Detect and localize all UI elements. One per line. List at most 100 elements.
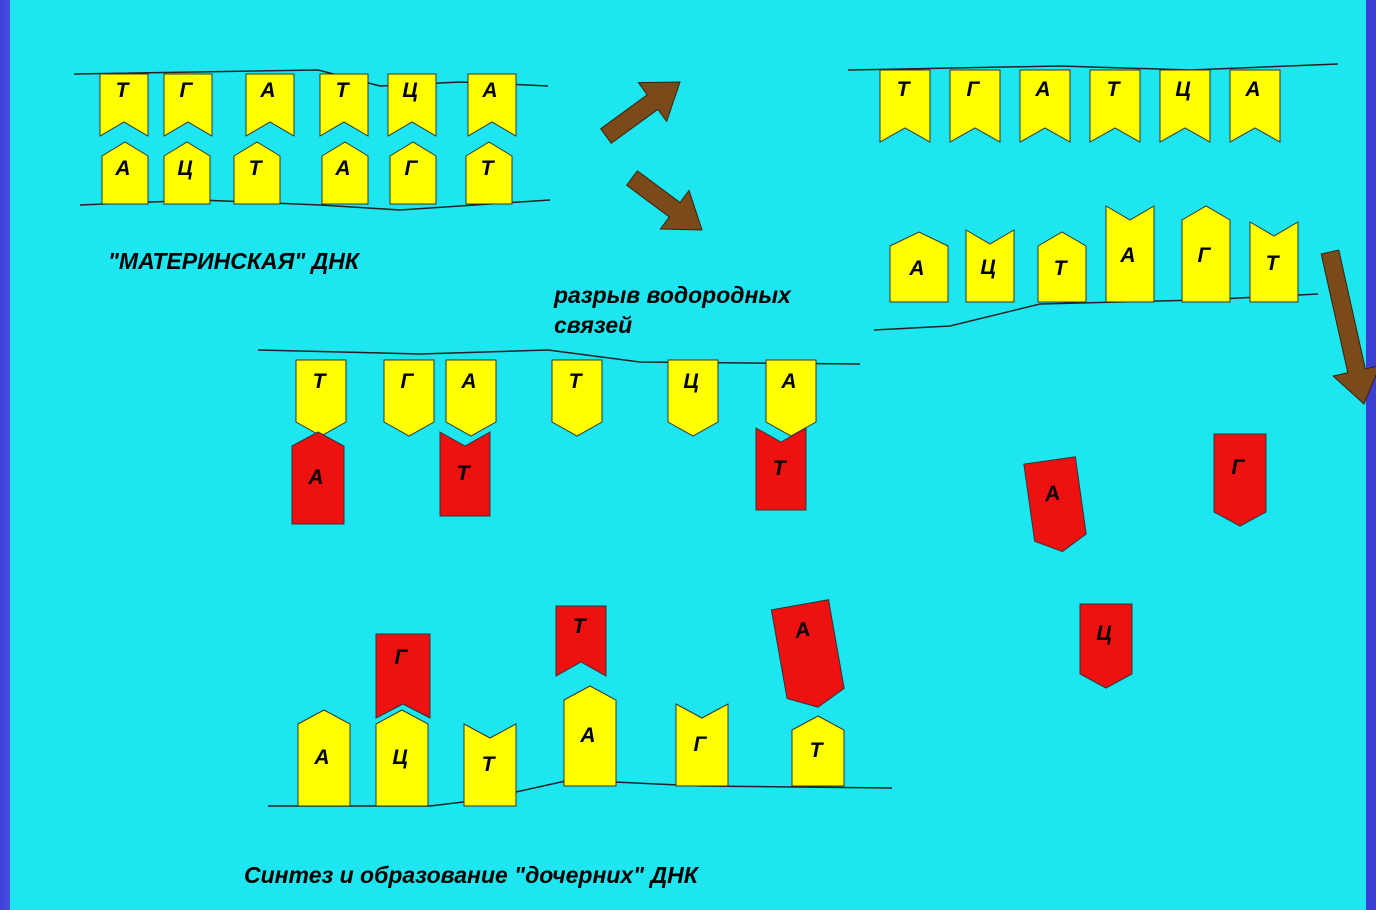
middle-old-nuc-3: Т <box>552 360 602 436</box>
separated-bottom-nuc-5-letter: Т <box>1266 252 1281 275</box>
free-nuc-2: Ц <box>1080 604 1132 688</box>
separated-bottom-nuc-3: А <box>1106 206 1154 302</box>
free-nuc-2-shape <box>1080 604 1132 688</box>
separated-bottom-nuc-1: Ц <box>966 230 1014 302</box>
separated-top-backbone <box>848 64 1338 70</box>
arrow-up-right <box>601 82 680 143</box>
separated-top-nuc-0: Т <box>880 70 930 142</box>
bottom-old-nuc-1: Ц <box>376 710 428 806</box>
bottom-new-nuc-0: Г <box>376 634 430 718</box>
free-nuc-1: Г <box>1214 434 1266 526</box>
mother-bottom-nuc-1: Ц <box>164 142 210 204</box>
bottom-old-nuc-2-letter: Т <box>482 753 497 776</box>
middle-old-nuc-0-letter: Т <box>313 370 328 393</box>
separated-bottom-nuc-0: А <box>890 232 948 302</box>
hydrogen-break-caption-line2: связей <box>554 312 632 339</box>
mother-bottom-nuc-5: Т <box>466 142 512 204</box>
separated-top-nuc-1: Г <box>950 70 1000 142</box>
arrow-down-right <box>627 171 702 230</box>
mother-bottom-nuc-4: Г <box>390 142 436 204</box>
bottom-new-nuc-1: Т <box>556 606 606 676</box>
mother-top-nuc-5: А <box>468 74 516 136</box>
hydrogen-break-caption-line1: разрыв водородных <box>554 282 791 309</box>
separated-top-nuc-2-letter: А <box>1034 78 1050 101</box>
separated-bottom-nuc-4-letter: Г <box>1198 244 1212 267</box>
separated-top-nuc-4: Ц <box>1160 70 1210 142</box>
mother-top-nuc-0: Т <box>100 74 148 136</box>
bottom-old-nuc-5-letter: Т <box>810 739 825 762</box>
bottom-old-nuc-0: А <box>298 710 350 806</box>
bottom-old-nuc-3-letter: А <box>579 724 595 747</box>
mother-bottom-nuc-3: А <box>322 142 368 204</box>
free-nuc-0-letter: А <box>1042 481 1061 506</box>
separated-top-nuc-5-letter: А <box>1244 78 1260 101</box>
middle-new-nuc-0: А <box>292 432 344 524</box>
mother-top-nuc-0-letter: Т <box>116 79 131 102</box>
middle-old-nuc-2-letter: А <box>460 370 476 393</box>
bottom-old-nuc-5: Т <box>792 716 844 786</box>
middle-old-nuc-5-letter: А <box>780 370 796 393</box>
bottom-new-nuc-2-shape <box>771 600 846 712</box>
free-nuc-0-shape <box>1024 457 1088 555</box>
middle-old-nuc-2: А <box>446 360 496 436</box>
middle-old-nuc-5: А <box>766 360 816 436</box>
bottom-old-nuc-4-letter: Г <box>694 733 708 756</box>
synthesis-caption: Синтез и образование "дочерних" ДНК <box>244 862 698 889</box>
mother-top-nuc-5-letter: А <box>481 79 497 102</box>
bottom-old-nuc-4: Г <box>676 704 728 786</box>
mother-top-nuc-4-letter: Ц <box>402 79 417 102</box>
mother-top-nuc-3: Т <box>320 74 368 136</box>
mother-top-nuc-1: Г <box>164 74 212 136</box>
middle-old-nuc-3-letter: Т <box>569 370 584 393</box>
bottom-new-nuc-2: А <box>771 600 846 712</box>
mother-bottom-nuc-3-letter: А <box>334 157 350 180</box>
bottom-old-nuc-0-letter: А <box>313 746 329 769</box>
separated-top-nuc-0-letter: Т <box>897 78 912 101</box>
mother-bottom-nuc-0: А <box>102 142 148 204</box>
separated-bottom-nuc-5: Т <box>1250 222 1298 302</box>
mother-bottom-nuc-0-letter: А <box>114 157 130 180</box>
mother-top-nuc-2: А <box>246 74 294 136</box>
mother-bottom-nuc-2-letter: Т <box>249 157 264 180</box>
free-nuc-0: А <box>1024 457 1088 555</box>
mother-dna-caption: "МАТЕРИНСКАЯ" ДНК <box>108 248 359 275</box>
middle-old-nuc-4-letter: Ц <box>683 370 698 393</box>
mother-bottom-nuc-2: Т <box>234 142 280 204</box>
separated-top-nuc-3: Т <box>1090 70 1140 142</box>
bottom-old-nuc-1-letter: Ц <box>392 746 407 769</box>
separated-bottom-nuc-1-letter: Ц <box>980 256 995 279</box>
middle-old-nuc-1-letter: Г <box>401 370 415 393</box>
mother-top-nuc-1-letter: Г <box>180 79 194 102</box>
separated-bottom-nuc-0-letter: А <box>908 257 924 280</box>
separated-bottom-nuc-4: Г <box>1182 206 1230 302</box>
free-nuc-2-letter: Ц <box>1096 622 1111 645</box>
separated-top-nuc-5: А <box>1230 70 1280 142</box>
free-nuc-1-shape <box>1214 434 1266 526</box>
separated-top-nuc-4-letter: Ц <box>1175 78 1190 101</box>
mother-top-nuc-3-letter: Т <box>336 79 351 102</box>
free-nuc-1-letter: Г <box>1232 456 1246 479</box>
middle-new-nuc-2: Т <box>756 428 806 510</box>
mother-bottom-nuc-5-letter: Т <box>481 157 496 180</box>
arrow-down <box>1321 250 1376 404</box>
separated-bottom-nuc-3-letter: А <box>1119 244 1135 267</box>
bottom-new-nuc-1-letter: Т <box>573 615 588 638</box>
middle-new-nuc-1: Т <box>440 432 490 516</box>
middle-new-nuc-1-letter: Т <box>457 462 472 485</box>
separated-top-nuc-1-letter: Г <box>967 78 981 101</box>
bottom-new-nuc-0-letter: Г <box>395 646 409 669</box>
bottom-old-nuc-3: А <box>564 686 616 786</box>
separated-top-nuc-3-letter: Т <box>1107 78 1122 101</box>
separated-bottom-nuc-2: Т <box>1038 232 1086 302</box>
middle-old-nuc-0: Т <box>296 360 346 436</box>
middle-old-nuc-4: Ц <box>668 360 718 436</box>
separated-top-nuc-2: А <box>1020 70 1070 142</box>
mother-bottom-nuc-1-letter: Ц <box>177 157 192 180</box>
mother-top-nuc-2-letter: А <box>259 79 275 102</box>
mother-bottom-nuc-4-letter: Г <box>405 157 419 180</box>
middle-new-nuc-2-letter: Т <box>773 457 788 480</box>
bottom-old-nuc-2: Т <box>464 724 516 806</box>
middle-new-nuc-0-letter: А <box>307 466 323 489</box>
